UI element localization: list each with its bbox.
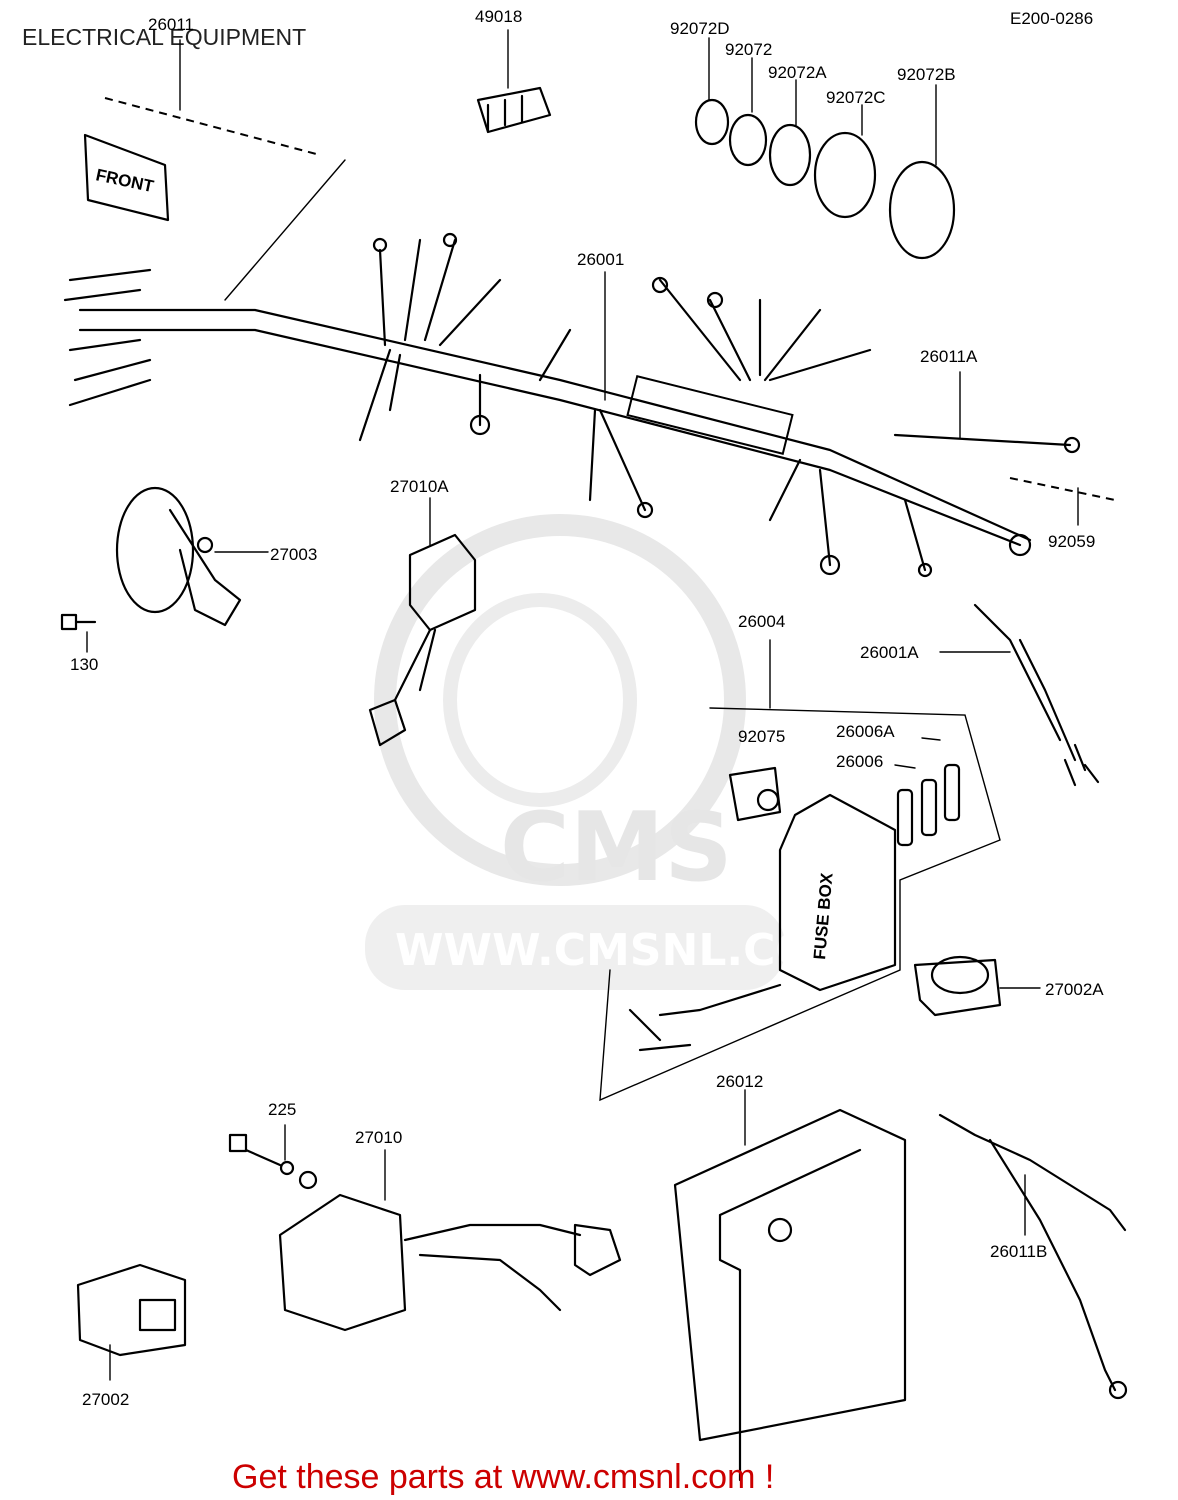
grommets-92072 [694, 37, 956, 260]
watermark: CMS WWW.CMSNL.COM [365, 514, 857, 990]
part-27002A [913, 955, 1041, 1017]
wire-26001A [939, 603, 1100, 787]
tie-92059 [1009, 477, 1116, 501]
drawing-code: E200-0286 [1010, 9, 1093, 28]
part-labels: 26011 49018 92072D 92072 92072A 92072B 9… [70, 7, 1104, 1409]
label-26004: 26004 [738, 612, 785, 631]
label-92072A: 92072A [768, 63, 827, 82]
regulator-27010 [278, 1149, 622, 1332]
label-92072B: 92072B [897, 65, 956, 84]
label-27010: 27010 [355, 1128, 402, 1147]
label-26011A: 26011A [920, 347, 978, 366]
screws-225 [228, 1124, 318, 1190]
label-92075: 92075 [738, 727, 785, 746]
label-92072D: 92072D [670, 19, 730, 38]
horn-27003 [115, 486, 269, 627]
svg-text:FRONT: FRONT [94, 165, 156, 196]
label-26006: 26006 [836, 752, 883, 771]
watermark-logo-circle [374, 514, 746, 886]
relay-27010A [368, 497, 477, 747]
watermark-banner [365, 905, 785, 990]
watermark-logo-text: CMS [500, 793, 733, 903]
label-27002: 27002 [82, 1390, 129, 1409]
cable-26011B [938, 1113, 1128, 1400]
harness-diagonal-line [224, 159, 346, 301]
front-tag: FRONT [83, 133, 170, 222]
connector-49018 [476, 29, 552, 134]
promo-link[interactable]: Get these parts at www.cmsnl.com ! [232, 1458, 774, 1496]
label-92072C: 92072C [826, 88, 886, 107]
bolt-130 [60, 613, 97, 653]
label-26001: 26001 [577, 250, 624, 269]
battery-26012 [673, 1089, 907, 1482]
label-26011: 26011 [148, 15, 194, 34]
label-92059: 92059 [1048, 532, 1095, 551]
label-27003: 27003 [270, 545, 317, 564]
part-26011-dashed [104, 97, 321, 156]
label-26012: 26012 [716, 1072, 763, 1091]
label-26006A: 26006A [836, 722, 895, 741]
label-130: 130 [70, 655, 98, 674]
wiring-harness-26001 [63, 232, 1032, 578]
label-49018: 49018 [475, 7, 522, 26]
label-26011B: 26011B [990, 1242, 1047, 1261]
label-27002A: 27002A [1045, 980, 1104, 999]
diagram-title: ELECTRICAL EQUIPMENT [22, 24, 306, 50]
label-26001A: 26001A [860, 643, 919, 662]
watermark-face [443, 593, 637, 807]
label-27010A: 27010A [390, 477, 449, 496]
cable-26011A [893, 433, 1072, 447]
label-92072: 92072 [725, 40, 772, 59]
label-225: 225 [268, 1100, 296, 1119]
watermark-url: WWW.CMSNL.COM [395, 925, 857, 976]
part-27002 [76, 1263, 187, 1381]
